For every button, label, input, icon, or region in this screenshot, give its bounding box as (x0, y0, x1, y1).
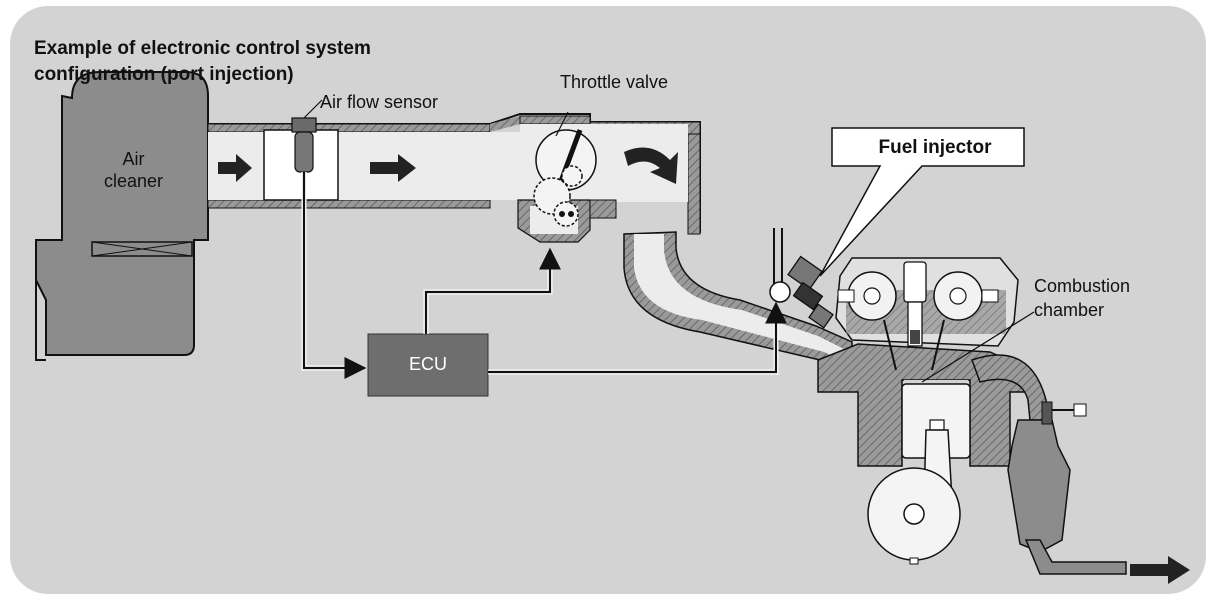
combustion-chamber-label-line1: Combustion (1034, 276, 1131, 296)
diagram-title: Example of electronic control system con… (34, 36, 371, 88)
air-cleaner-label: Air cleaner (104, 148, 163, 192)
ecu-label: ECU (408, 354, 447, 374)
signal-lines (301, 172, 787, 379)
throttle-valve-label: Throttle valve (560, 72, 669, 92)
air-cleaner-label-line1: Air (122, 149, 145, 169)
combustion-chamber-label: Combustion chamber (1034, 274, 1130, 322)
airflow-arrows (218, 147, 1190, 584)
fuel-injector-label: Fuel injector (878, 137, 992, 158)
air-flow-sensor-label: Air flow sensor (320, 92, 439, 112)
air-cleaner-label-line2: cleaner (104, 171, 164, 191)
exhaust-system (971, 354, 1127, 575)
air-cleaner (35, 71, 209, 361)
piston-and-crankshaft (867, 383, 971, 565)
air-flow-sensor (263, 99, 339, 201)
fuel-injector-callout (819, 127, 1025, 277)
diagram-title-line1: Example of electronic control system (34, 38, 371, 59)
diagram-title-line2: configuration (port injection) (34, 64, 294, 85)
ecu-box (367, 333, 489, 397)
throttle-valve (533, 111, 597, 227)
fuel-injector (769, 228, 834, 329)
combustion-chamber-label-line2: chamber (1034, 300, 1105, 320)
